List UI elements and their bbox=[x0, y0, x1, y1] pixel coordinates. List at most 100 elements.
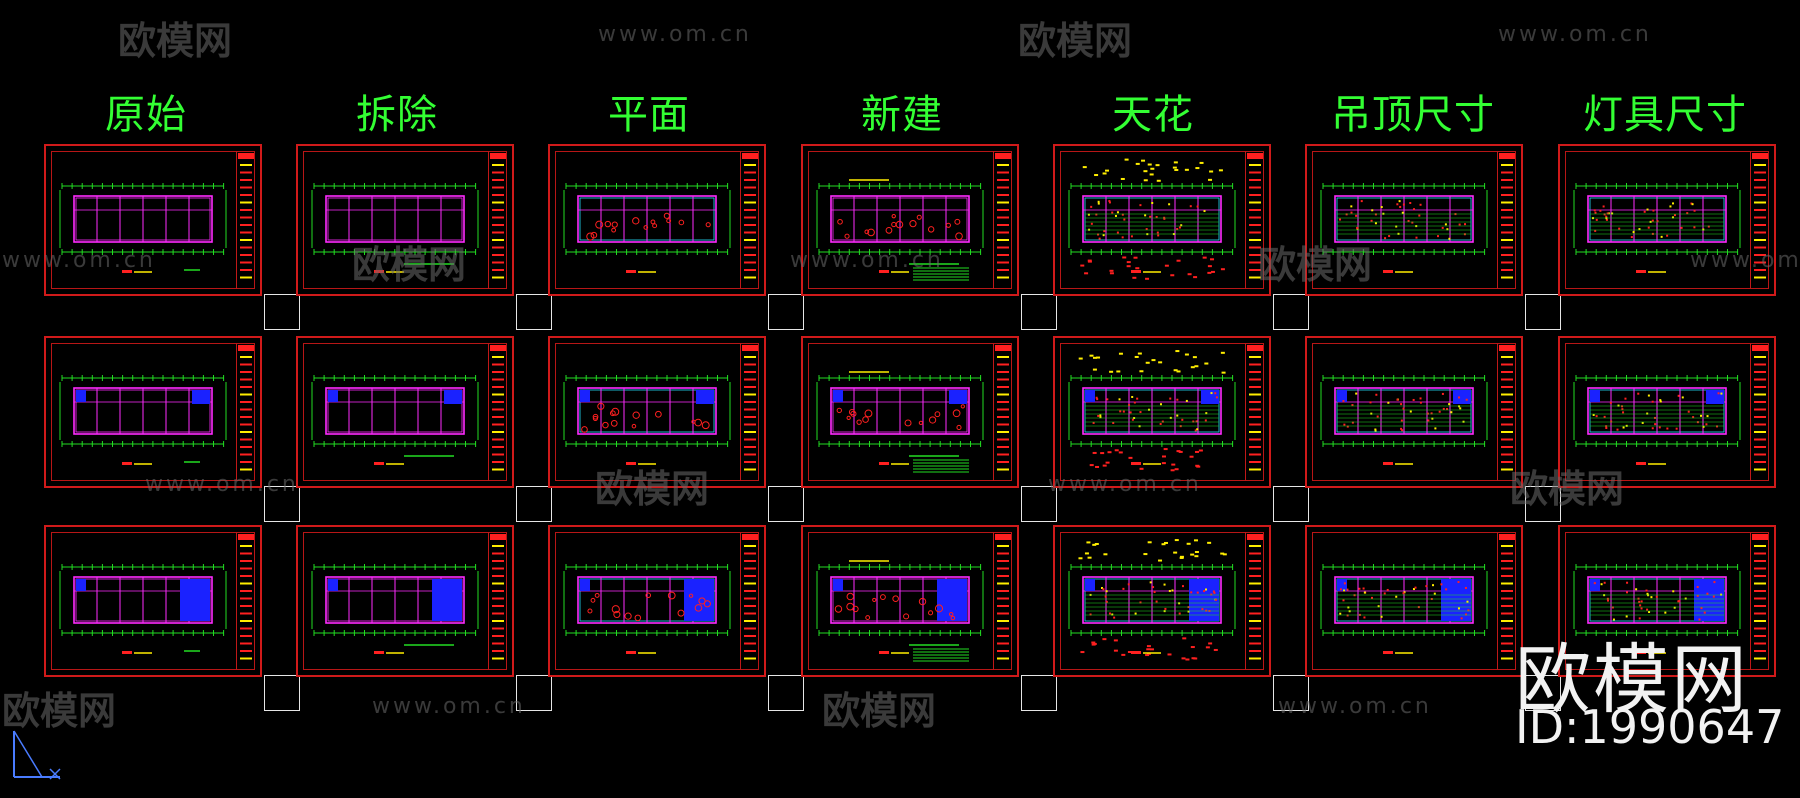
sheet-border bbox=[555, 532, 759, 670]
column-title-demolition: 拆除 bbox=[356, 92, 438, 138]
drawing-sheet[interactable] bbox=[44, 336, 262, 488]
drawing-sheet[interactable] bbox=[296, 144, 514, 296]
sheet-corner-box bbox=[264, 294, 300, 330]
sheet-border bbox=[1312, 343, 1516, 481]
floor-plan-thumbnail bbox=[816, 179, 984, 281]
floor-plan-thumbnail bbox=[563, 375, 731, 465]
floor-plan-thumbnail bbox=[1068, 158, 1236, 280]
sheet-corner-box bbox=[264, 486, 300, 522]
sheet-title-block bbox=[488, 343, 507, 481]
title-block-lines bbox=[238, 534, 254, 660]
sheet-border bbox=[51, 343, 255, 481]
floor-plan-thumbnail bbox=[311, 183, 479, 273]
ucs-icon bbox=[13, 730, 61, 780]
sheet-title-block bbox=[993, 151, 1012, 289]
floor-plan-thumbnail bbox=[311, 375, 479, 465]
title-block-lines bbox=[995, 153, 1011, 279]
sheet-border bbox=[1565, 151, 1769, 289]
column-title-ceiling-dimensions: 吊顶尺寸 bbox=[1331, 92, 1495, 138]
drawing-sheet[interactable] bbox=[1053, 525, 1271, 677]
sheet-title-block bbox=[993, 532, 1012, 670]
sheet-corner-box bbox=[1273, 486, 1309, 522]
sheet-title-block bbox=[1245, 343, 1264, 481]
sheet-title-block bbox=[1750, 151, 1769, 289]
drawing-sheet[interactable] bbox=[44, 144, 262, 296]
drawing-sheet[interactable] bbox=[1053, 336, 1271, 488]
sheet-border bbox=[303, 151, 507, 289]
title-block-lines bbox=[1247, 153, 1263, 279]
watermark-url: www.om.cn bbox=[1498, 22, 1652, 47]
drawing-sheet[interactable] bbox=[296, 336, 514, 488]
drawing-sheet[interactable] bbox=[801, 144, 1019, 296]
sheet-title-block bbox=[740, 151, 759, 289]
sheet-title-block bbox=[236, 532, 255, 670]
drawing-sheet[interactable] bbox=[548, 336, 766, 488]
sheet-corner-box bbox=[1525, 675, 1561, 711]
sheet-border bbox=[1060, 532, 1264, 670]
title-block-lines bbox=[1499, 153, 1515, 279]
drawing-sheet[interactable] bbox=[1305, 525, 1523, 677]
drawing-sheet[interactable] bbox=[1558, 336, 1776, 488]
title-block-lines bbox=[490, 153, 506, 279]
sheet-border bbox=[303, 343, 507, 481]
drawing-sheet[interactable] bbox=[548, 144, 766, 296]
sheet-border bbox=[1060, 343, 1264, 481]
sheet-corner-box bbox=[1273, 675, 1309, 711]
column-title-lighting-dimensions: 灯具尺寸 bbox=[1583, 92, 1747, 138]
sheet-border bbox=[1060, 151, 1264, 289]
sheet-corner-box bbox=[1525, 486, 1561, 522]
sheet-title-block bbox=[1245, 151, 1264, 289]
watermark-logo: 欧模网 bbox=[822, 689, 937, 733]
sheet-title-block bbox=[740, 532, 759, 670]
sheet-title-block bbox=[993, 343, 1012, 481]
drawing-sheet[interactable] bbox=[801, 525, 1019, 677]
floor-plan-thumbnail bbox=[1320, 375, 1488, 465]
drawing-sheet[interactable] bbox=[1558, 144, 1776, 296]
sheet-title-block bbox=[1750, 343, 1769, 481]
drawing-sheet[interactable] bbox=[1305, 336, 1523, 488]
sheet-title-block bbox=[236, 343, 255, 481]
watermark-logo: 欧模网 bbox=[118, 19, 233, 63]
floor-plan-thumbnail bbox=[59, 183, 227, 273]
sheet-border bbox=[1312, 151, 1516, 289]
drawing-sheet[interactable] bbox=[1305, 144, 1523, 296]
sheet-border bbox=[808, 151, 1012, 289]
drawing-sheet[interactable] bbox=[296, 525, 514, 677]
brand-id: ID:1990647 bbox=[1515, 700, 1785, 754]
floor-plan-thumbnail bbox=[816, 371, 984, 473]
sheet-corner-box bbox=[1525, 294, 1561, 330]
floor-plan-thumbnail bbox=[1573, 375, 1741, 465]
sheet-title-block bbox=[488, 532, 507, 670]
sheet-corner-box bbox=[1273, 294, 1309, 330]
sheet-corner-box bbox=[1021, 675, 1057, 711]
floor-plan-thumbnail bbox=[816, 560, 984, 662]
title-block-lines bbox=[1752, 345, 1768, 471]
sheet-border bbox=[51, 151, 255, 289]
drawing-sheet[interactable] bbox=[548, 525, 766, 677]
watermark-url: www.om.cn bbox=[372, 694, 526, 719]
brand-name: 欧模网 bbox=[1515, 635, 1749, 724]
sheet-corner-box bbox=[768, 294, 804, 330]
sheet-title-block bbox=[236, 151, 255, 289]
title-block-lines bbox=[238, 345, 254, 471]
title-block-lines bbox=[742, 153, 758, 279]
sheet-title-block bbox=[488, 151, 507, 289]
floor-plan-thumbnail bbox=[311, 564, 479, 654]
sheet-title-block bbox=[1497, 532, 1516, 670]
sheet-corner-box bbox=[768, 675, 804, 711]
drawing-sheet[interactable] bbox=[1053, 144, 1271, 296]
sheet-title-block bbox=[1245, 532, 1264, 670]
sheet-title-block bbox=[1750, 532, 1769, 670]
sheet-border bbox=[555, 343, 759, 481]
title-block-lines bbox=[1247, 345, 1263, 471]
drawing-sheet[interactable] bbox=[1558, 525, 1776, 677]
drawing-sheet[interactable] bbox=[801, 336, 1019, 488]
sheet-border bbox=[555, 151, 759, 289]
sheet-border bbox=[1565, 532, 1769, 670]
title-block-lines bbox=[742, 534, 758, 660]
title-block-lines bbox=[1499, 345, 1515, 471]
sheet-border bbox=[808, 532, 1012, 670]
drawing-sheet[interactable] bbox=[44, 525, 262, 677]
title-block-lines bbox=[995, 345, 1011, 471]
